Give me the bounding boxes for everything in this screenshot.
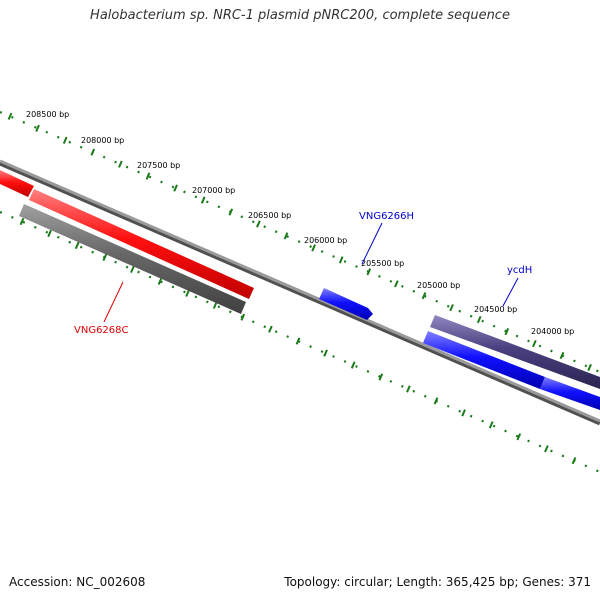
accession-text: Accession: NC_002608 <box>9 575 146 589</box>
ruler-tick <box>102 253 108 262</box>
ruler-tick <box>338 256 344 264</box>
ruler-tick <box>544 445 549 453</box>
ruler-label: 204500 bp <box>474 305 517 314</box>
ruler-tick <box>476 316 482 324</box>
ruler-tick <box>212 301 218 309</box>
label-leader-ycdh <box>502 277 519 307</box>
ruler-dots-inner <box>0 210 600 474</box>
ruler-tick <box>130 265 135 274</box>
ruler-tick <box>587 363 592 372</box>
ruler-tick <box>516 433 522 441</box>
gene-forward-partial[interactable] <box>0 170 34 197</box>
ruler-tick <box>571 457 577 465</box>
ruler-tick <box>433 397 439 405</box>
ruler-tick <box>449 304 454 312</box>
ruler-tick <box>504 327 510 336</box>
ruler-tick <box>559 351 565 360</box>
ruler-tick <box>74 241 80 250</box>
ruler-tick <box>157 277 163 285</box>
ruler-label: 206000 bp <box>304 236 347 245</box>
ruler-tick <box>461 409 466 417</box>
ruler-tick <box>7 112 13 120</box>
ruler-tick <box>200 196 206 204</box>
ruler-tick <box>394 280 399 288</box>
ruler-tick <box>62 136 68 144</box>
ruler-tick <box>268 325 273 333</box>
gene-vng6266h-block[interactable] <box>319 288 373 320</box>
ruler-tick <box>47 229 52 238</box>
ruler-label: 206500 bp <box>248 211 291 220</box>
ruler-label: 208500 bp <box>26 110 69 119</box>
sequence-backbone <box>0 159 600 423</box>
ruler-tick <box>421 292 427 300</box>
gene-vng6268c-block[interactable] <box>29 189 254 299</box>
ruler-tick <box>185 289 190 297</box>
ruler-tick <box>366 268 372 276</box>
gene-ycdh-block[interactable] <box>423 331 545 389</box>
ruler-tick <box>488 421 494 429</box>
ruler-tick <box>283 232 289 240</box>
gene-label-vng6266h[interactable]: VNG6266H <box>359 211 414 222</box>
gene-ycdh-block-2[interactable] <box>540 377 600 410</box>
gene-label-vng6268c[interactable]: VNG6268C <box>74 325 129 336</box>
ruler-major-ticks-inner <box>19 217 577 465</box>
ruler-tick <box>228 208 234 216</box>
topology-summary-text: Topology: circular; Length: 365,425 bp; … <box>284 575 591 589</box>
gene-dark-block[interactable] <box>430 315 600 389</box>
ruler-tick <box>532 339 537 348</box>
ruler-label: 204000 bp <box>531 327 574 336</box>
ruler-label: 208000 bp <box>81 136 124 145</box>
gene-label-ycdh[interactable]: ycdH <box>507 265 532 276</box>
ruler-tick <box>173 184 178 192</box>
ruler-tick <box>323 349 328 357</box>
ruler-tick <box>406 385 411 393</box>
sequence-backbone-shadow <box>0 160 600 426</box>
ruler-label: 205000 bp <box>417 281 460 290</box>
label-leader-vng6266h <box>361 222 383 265</box>
ruler-tick <box>145 172 151 180</box>
ruler-major-ticks-outer <box>7 112 592 372</box>
ruler-label: 207500 bp <box>137 161 180 170</box>
ruler-tick <box>295 337 301 345</box>
ruler-tick <box>90 148 96 156</box>
ruler-label: 207000 bp <box>192 186 235 195</box>
ruler-tick <box>311 244 316 252</box>
ruler-tick <box>378 373 384 381</box>
ruler-label: 205500 bp <box>361 259 404 268</box>
ruler-tick <box>118 160 123 168</box>
gene-gray-block[interactable] <box>19 204 246 314</box>
ruler-tick <box>256 220 261 228</box>
ruler-tick <box>240 313 246 321</box>
ruler-dots-outer <box>0 110 600 374</box>
label-leader-vng6268c <box>103 281 124 323</box>
ruler-tick <box>35 124 40 132</box>
ruler-tick <box>19 217 25 226</box>
map-title: Halobacterium sp. NRC-1 plasmid pNRC200,… <box>90 8 510 23</box>
ruler-tick <box>350 361 356 369</box>
